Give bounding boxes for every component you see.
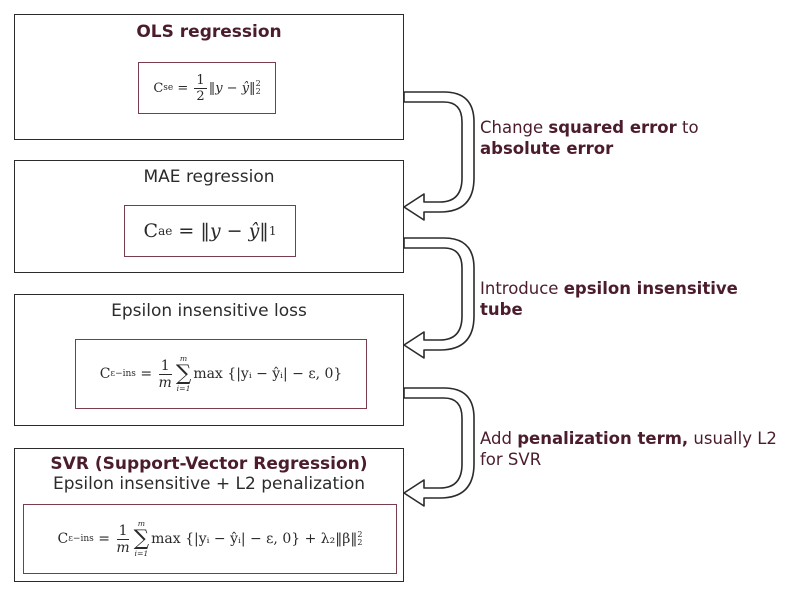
svr-frac-den: m bbox=[116, 539, 130, 556]
note-ols-to-mae: Change squared error to absolute error bbox=[480, 117, 780, 159]
note1-pre: Change bbox=[480, 118, 549, 137]
mae-body: ‖y − ŷ‖ bbox=[200, 220, 269, 242]
svr-body: max {|yᵢ − ŷᵢ| − ε, 0} + λ₂‖β‖ bbox=[151, 531, 358, 547]
eps-frac-den: m bbox=[158, 374, 172, 391]
arrow-mae-to-epsilon-icon bbox=[403, 237, 475, 359]
eps-lhs: C bbox=[99, 366, 111, 382]
ols-half-den: 2 bbox=[196, 88, 205, 104]
ols-title: OLS regression bbox=[136, 22, 282, 42]
svr-lhs-sub: ε−ins bbox=[68, 534, 94, 544]
mae-lhs-sub: ae bbox=[158, 224, 173, 238]
sum-icon: ∑ bbox=[175, 361, 192, 387]
mae-lhs: C bbox=[143, 220, 159, 242]
svr-exp-sub: 2 bbox=[357, 538, 363, 547]
note3-line2: for SVR bbox=[480, 450, 542, 469]
ols-eq: = bbox=[173, 80, 193, 96]
note2-bold1: epsilon insensitive bbox=[563, 279, 738, 298]
eps-frac-num: 1 bbox=[158, 357, 172, 375]
svr-exp-sup: 2 bbox=[357, 530, 363, 539]
svr-sum: m∑i=1 bbox=[134, 520, 149, 557]
svr-box: SVR (Support-Vector Regression) Epsilon … bbox=[14, 448, 404, 582]
note3-mid: usually L2 bbox=[688, 429, 777, 448]
mae-eq: = bbox=[172, 220, 201, 242]
sum-icon: ∑ bbox=[133, 526, 150, 552]
ols-body: ‖y − ŷ‖ bbox=[208, 80, 256, 96]
svr-sum-top: m bbox=[137, 519, 146, 529]
note-mae-to-epsilon: Introduce epsilon insensitive tube bbox=[480, 278, 780, 320]
svr-subtitle: Epsilon insensitive + L2 penalization bbox=[52, 474, 366, 494]
arrow-ols-to-mae-icon bbox=[403, 91, 475, 221]
ols-exp-sup: 2 bbox=[255, 79, 261, 88]
arrow-epsilon-to-svr-icon bbox=[403, 387, 475, 507]
note3-pre: Add bbox=[480, 429, 518, 448]
svr-frac-num: 1 bbox=[116, 522, 130, 540]
svr-title: SVR (Support-Vector Regression) bbox=[50, 454, 368, 474]
eps-lhs-sub: ε−ins bbox=[110, 369, 136, 379]
eps-sum: m∑i=1 bbox=[176, 355, 191, 392]
eps-sum-top: m bbox=[179, 354, 188, 364]
note1-mid: to bbox=[676, 118, 699, 137]
note2-bold2: tube bbox=[480, 300, 523, 319]
mae-norm-sub: 1 bbox=[268, 224, 277, 238]
epsilon-title: Epsilon insensitive loss bbox=[111, 301, 307, 321]
svr-eq: = bbox=[93, 531, 115, 547]
eps-sum-bot: i=1 bbox=[176, 383, 191, 393]
ols-half-num: 1 bbox=[194, 72, 207, 89]
note3-bold1: penalization term, bbox=[517, 429, 689, 448]
mae-title: MAE regression bbox=[143, 167, 275, 187]
svr-sum-bot: i=1 bbox=[134, 548, 149, 558]
note1-bold2: absolute error bbox=[480, 139, 614, 158]
eps-body: max {|yᵢ − ŷᵢ| − ε, 0} bbox=[193, 366, 343, 382]
note1-bold1: squared error bbox=[548, 118, 677, 137]
note-epsilon-to-svr: Add penalization term, usually L2 for SV… bbox=[480, 428, 780, 470]
eps-eq: = bbox=[135, 366, 157, 382]
ols-lhs-sub: se bbox=[163, 83, 174, 93]
ols-lhs: C bbox=[153, 80, 164, 96]
note2-pre: Introduce bbox=[480, 279, 564, 298]
ols-exp-sub: 2 bbox=[255, 87, 261, 96]
svr-lhs: C bbox=[57, 531, 69, 547]
